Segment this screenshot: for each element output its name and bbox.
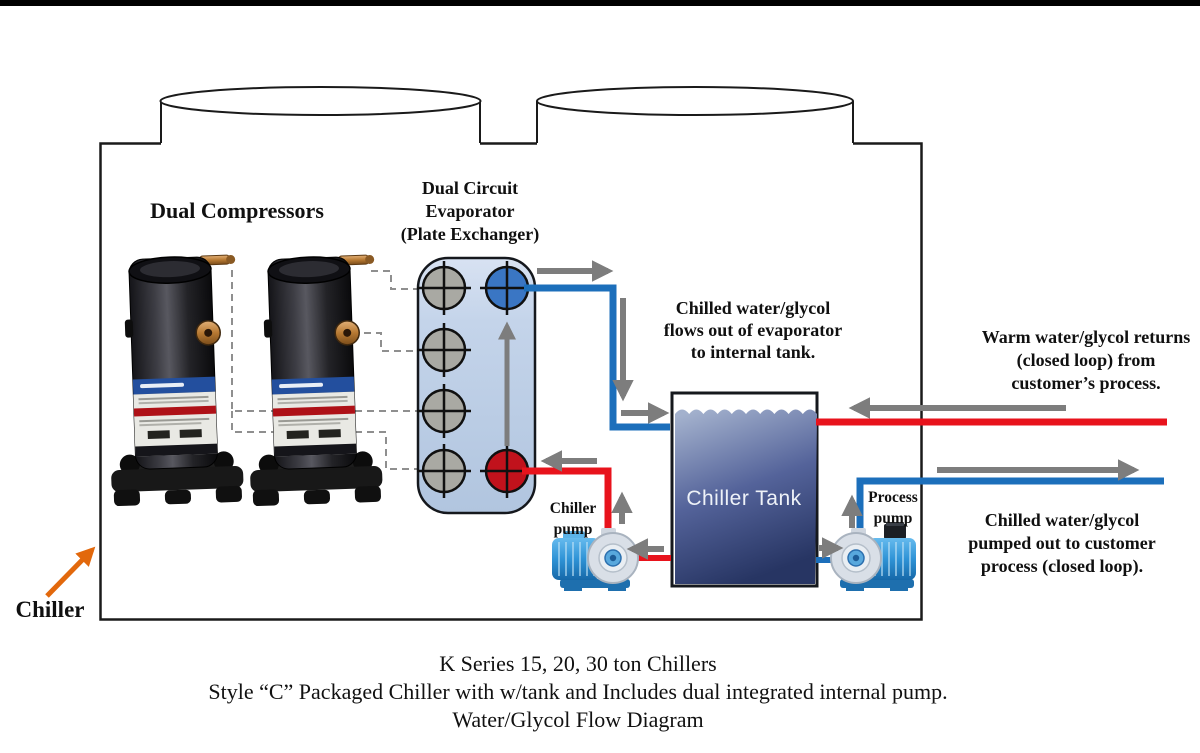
caption-line-3: Water/Glycol Flow Diagram [452, 707, 704, 732]
compressor-brand-label [140, 382, 185, 389]
compressor-2 [250, 254, 383, 507]
flow-arrows [537, 260, 1140, 560]
warm-returns-note: Warm water/glycol returns (closed loop) … [981, 327, 1191, 393]
caption-line-2: Style “C” Packaged Chiller with w/tank a… [208, 679, 948, 704]
top-cylinder-left [159, 86, 482, 145]
pipe-evaporator-to-tank [524, 284, 670, 431]
chilled-pumped-note: Chilled water/glycol pumped out to custo… [968, 510, 1156, 576]
diagram-caption: K Series 15, 20, 30 ton Chillers Style “… [208, 650, 947, 734]
process-pump-label: Process pump [868, 489, 918, 527]
compressor-1 [111, 254, 244, 507]
chiller-callout-arrow [45, 546, 96, 598]
top-black-bar [0, 0, 1200, 6]
chiller-pump-label: Chiller pump [549, 500, 597, 538]
refrigerant-dashed-lines [231, 270, 419, 470]
chiller-tank [670, 391, 819, 588]
evaporator-label: Dual Circuit Evaporator (Plate Exchanger… [400, 178, 540, 244]
tank-water [675, 409, 818, 584]
top-cylinder-right [536, 86, 854, 145]
caption-line-1: K Series 15, 20, 30 ton Chillers [439, 651, 717, 676]
process-pump [830, 522, 916, 591]
chilled-to-tank-note: Chilled water/glycol flows out of evapor… [663, 298, 843, 362]
pipe-chilled-supply [856, 477, 1164, 535]
plate-exchanger [416, 256, 537, 515]
chiller-tank-label: Chiller Tank [686, 487, 802, 510]
dual-compressors-text: Dual Compressors [150, 198, 324, 223]
dual-compressors-label: Dual Compressors [150, 200, 324, 222]
compressor-brand-label [279, 382, 324, 389]
chiller-pump [552, 528, 639, 591]
chiller-label: Chiller [15, 597, 85, 622]
